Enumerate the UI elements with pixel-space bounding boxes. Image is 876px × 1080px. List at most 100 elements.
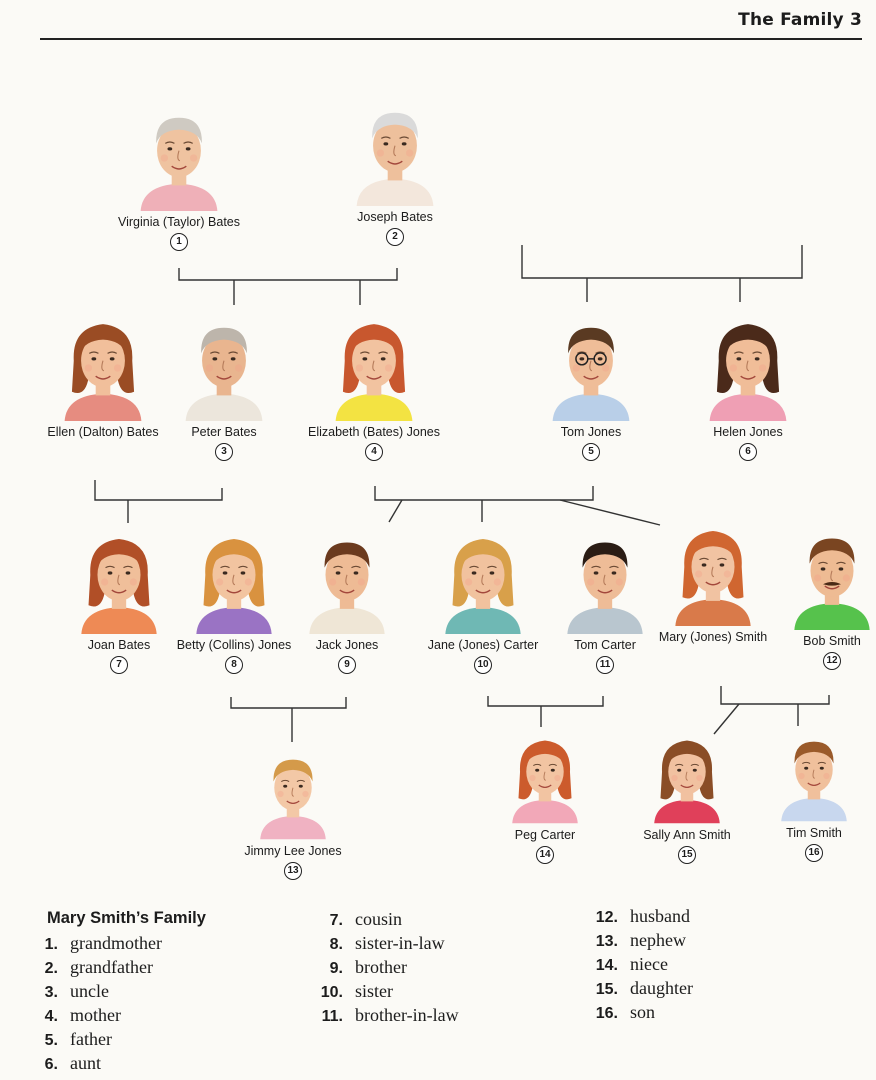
person-number-badge: 2 (386, 228, 404, 246)
legend-item: 14. niece (588, 952, 693, 976)
portrait-illustration (356, 112, 434, 206)
person-number-badge: 4 (365, 443, 383, 461)
portrait-illustration (654, 740, 720, 824)
person-name: Joseph Bates (357, 210, 433, 224)
legend-item: 11. brother-in-law (313, 1003, 459, 1027)
portrait-illustration (781, 741, 847, 822)
legend-relationship: aunt (70, 1053, 101, 1073)
person-joseph-bates: Joseph Bates 2 (315, 100, 475, 246)
legend-item: 4.mother (38, 1003, 162, 1027)
person-peter-bates: Peter Bates 3 (144, 315, 304, 461)
person-number-badge: 12 (823, 652, 841, 670)
person-name: Elizabeth (Bates) Jones (307, 425, 440, 439)
person-name: Tim Smith (786, 826, 842, 840)
legend-item: 8. sister-in-law (313, 931, 459, 955)
legend-number: 16. (595, 1005, 618, 1022)
legend-number: 3. (44, 984, 58, 1001)
legend-number: 8. (329, 936, 343, 953)
legend-relationship: grandmother (70, 933, 162, 953)
person-name: Virginia (Taylor) Bates (117, 215, 241, 229)
person-name: Tom Jones (560, 425, 622, 439)
person-number-badge: 15 (678, 846, 696, 864)
person-name: Peg Carter (514, 828, 576, 842)
person-name: Sally Ann Smith (643, 828, 731, 842)
person-sally-ann-smith: Sally Ann Smith 15 (607, 732, 767, 864)
legend-item: 2.grandfather (38, 955, 162, 979)
legend-title: Mary Smith’s Family (47, 909, 206, 927)
legend-relationship: sister-in-law (355, 933, 445, 953)
person-bob-smith: Bob Smith 12 (752, 526, 876, 670)
legend-relationship: sister (355, 981, 393, 1001)
person-mary-smith: Mary (Jones) Smith (633, 522, 793, 645)
legend-relationship: mother (70, 1005, 121, 1025)
person-name: Tom Carter (574, 638, 636, 652)
legend-number: 9. (329, 960, 343, 977)
legend-item: 12.husband (588, 904, 693, 928)
legend-item: 5.father (38, 1027, 162, 1051)
person-number-badge: 16 (805, 844, 823, 862)
person-name: Betty (Collins) Jones (176, 638, 292, 652)
person-name: Mary (Jones) Smith (658, 630, 768, 644)
legend-item: 13.nephew (588, 928, 693, 952)
legend-item: 7.cousin (313, 907, 459, 931)
header-rule (40, 38, 862, 40)
portrait-illustration (140, 117, 218, 211)
portrait-illustration (335, 324, 413, 421)
legend-number: 2. (44, 960, 58, 977)
portrait-illustration (794, 538, 870, 630)
person-number-badge: 7 (110, 656, 128, 674)
legend-number: 5. (44, 1032, 58, 1049)
legend-relationship: uncle (70, 981, 109, 1001)
legend-item: 9. brother (313, 955, 459, 979)
person-betty-jones: Betty (Collins) Jones 8 (154, 530, 314, 674)
legend-relationship: daughter (630, 978, 693, 998)
person-number-badge: 8 (225, 656, 243, 674)
legend-item: 10.sister (313, 979, 459, 1003)
person-ellen-bates: Ellen (Dalton) Bates (23, 315, 183, 440)
legend-number: 11. (321, 1008, 343, 1025)
person-name: Jack Jones (315, 638, 379, 652)
person-tim-smith: Tim Smith 16 (734, 730, 876, 862)
person-number-badge: 5 (582, 443, 600, 461)
person-name: Jane (Jones) Carter (427, 638, 539, 652)
legend-number: 14. (595, 957, 618, 974)
person-joan-bates: Joan Bates 7 (39, 530, 199, 674)
person-number-badge: 13 (284, 862, 302, 880)
person-number-badge: 10 (474, 656, 492, 674)
person-tom-jones: Tom Jones 5 (511, 315, 671, 461)
person-jack-jones: Jack Jones 9 (267, 530, 427, 674)
person-number-badge: 9 (338, 656, 356, 674)
person-name: Peter Bates (191, 425, 257, 439)
portrait-illustration (567, 542, 643, 634)
legend-relationship: brother-in-law (355, 1005, 459, 1025)
portrait-illustration (675, 530, 751, 626)
legend-relationship: brother (355, 957, 407, 977)
portrait-illustration (552, 327, 630, 421)
legend-relationship: niece (630, 954, 668, 974)
person-tom-carter: Tom Carter 11 (525, 530, 685, 674)
legend-item: 16. son (588, 1000, 693, 1024)
legend-item: 1. grandmother (38, 931, 162, 955)
person-name: Jimmy Lee Jones (244, 844, 342, 858)
portrait-illustration (185, 327, 263, 421)
portrait-illustration (309, 542, 385, 634)
person-elizabeth-jones: Elizabeth (Bates) Jones 4 (294, 315, 454, 461)
person-number-badge: 11 (596, 656, 614, 674)
person-jane-carter: Jane (Jones) Carter 10 (403, 530, 563, 674)
legend-number: 7. (329, 912, 343, 929)
legend-item: 3. uncle (38, 979, 162, 1003)
person-name: Bob Smith (803, 634, 861, 648)
portrait-illustration (64, 324, 142, 421)
legend-relationship: son (630, 1002, 656, 1022)
person-name: Joan Bates (87, 638, 151, 652)
person-number-badge: 3 (215, 443, 233, 461)
legend-number: 1. (44, 936, 58, 953)
person-name: Helen Jones (713, 425, 783, 439)
legend-relationship: husband (630, 906, 690, 926)
page-title: The Family 3 (738, 10, 862, 30)
